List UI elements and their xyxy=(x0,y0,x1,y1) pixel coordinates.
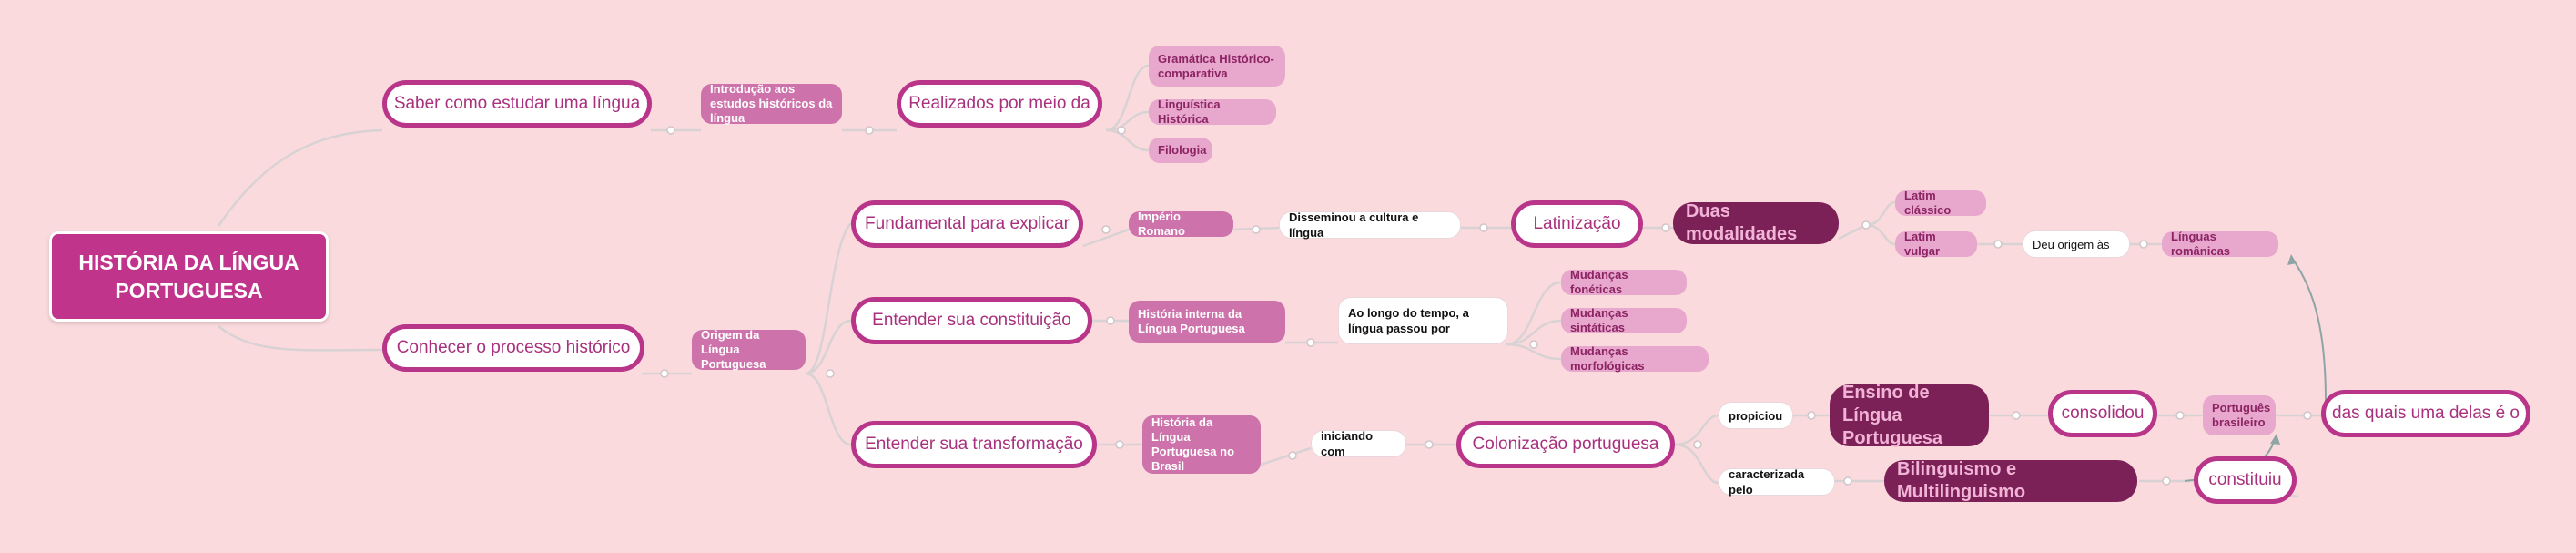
node-morfologica[interactable]: Mudanças morfológicas xyxy=(1561,344,1709,373)
node-origem-label: Origem da Língua Portuguesa xyxy=(701,328,766,371)
node-disseminou-label: Disseminou a cultura e língua xyxy=(1289,210,1419,240)
node-latinizacao-label: Latinização xyxy=(1533,214,1621,233)
node-ensino[interactable]: Ensino de Língua Portuguesa xyxy=(1830,383,1989,448)
node-deu-origem-label: Deu origem às xyxy=(2033,237,2110,251)
node-bilinguismo-label: Bilinguismo e Multilinguismo xyxy=(1897,459,2026,502)
node-transformacao[interactable]: Entender sua transformação xyxy=(851,421,1097,468)
node-latim-classico-label: Latim clássico xyxy=(1904,189,1952,217)
node-linguas-romanicas-label: Línguas românicas xyxy=(2171,230,2231,258)
node-imperio[interactable]: Império Romano xyxy=(1129,210,1233,238)
node-colonizacao[interactable]: Colonização portuguesa xyxy=(1456,421,1675,468)
node-deu-origem[interactable]: Deu origem às xyxy=(2023,230,2130,258)
branch-processo[interactable]: Conhecer o processo histórico xyxy=(382,324,644,372)
node-colonizacao-label: Colonização portuguesa xyxy=(1472,435,1659,454)
node-linguistica-label: Linguística Histórica xyxy=(1158,97,1221,126)
node-sintatica-label: Mudanças sintáticas xyxy=(1570,306,1628,334)
node-ao-longo[interactable]: Ao longo do tempo, a língua passou por xyxy=(1338,297,1508,344)
node-iniciando-label: iniciando com xyxy=(1321,429,1374,458)
node-historia-interna[interactable]: História interna da Língua Portuguesa xyxy=(1129,301,1285,343)
node-fundamental-label: Fundamental para explicar xyxy=(865,214,1070,233)
node-latinizacao[interactable]: Latinização xyxy=(1511,200,1643,248)
node-realizados-label: Realizados por meio da xyxy=(908,94,1090,113)
node-constituiu-label: constituiu xyxy=(2208,470,2282,489)
node-portugues-br[interactable]: Português brasileiro xyxy=(2203,395,2276,435)
node-portugues-br-label: Português brasileiro xyxy=(2212,401,2271,429)
node-fonetica[interactable]: Mudanças fonéticas xyxy=(1561,268,1687,296)
root-title: HISTÓRIA DA LÍNGUA PORTUGUESA xyxy=(78,250,299,302)
node-introducao-label: Introdução aos estudos históricos da lín… xyxy=(710,82,833,125)
node-propiciou[interactable]: propiciou xyxy=(1719,402,1793,429)
node-caracterizada-label: caracterizada pelo xyxy=(1729,467,1805,497)
node-constituiu[interactable]: constituiu xyxy=(2194,456,2297,504)
node-latim-vulgar-label: Latim vulgar xyxy=(1904,230,1941,258)
node-das-quais[interactable]: das quais uma delas é o xyxy=(2321,390,2530,437)
node-constituicao[interactable]: Entender sua constituição xyxy=(851,297,1092,344)
node-filologia[interactable]: Filologia xyxy=(1149,138,1212,163)
node-das-quais-label: das quais uma delas é o xyxy=(2332,404,2520,423)
node-consolidou-label: consolidou xyxy=(2061,404,2145,423)
node-latim-classico[interactable]: Latim clássico xyxy=(1895,189,1986,217)
node-gramatica[interactable]: Gramática Histórico-comparativa xyxy=(1149,46,1285,87)
branch-estudar-label: Saber como estudar uma língua xyxy=(393,94,641,113)
node-sintatica[interactable]: Mudanças sintáticas xyxy=(1561,306,1687,334)
node-caracterizada[interactable]: caracterizada pelo xyxy=(1719,467,1835,497)
node-bilinguismo[interactable]: Bilinguismo e Multilinguismo xyxy=(1884,459,2137,502)
node-gramatica-label: Gramática Histórico-comparativa xyxy=(1158,51,1274,80)
node-filologia-label: Filologia xyxy=(1158,143,1207,157)
node-duas-modalidades[interactable]: Duas modalidades xyxy=(1673,201,1839,244)
node-constituicao-label: Entender sua constituição xyxy=(872,311,1071,330)
node-historia-brasil-label: História da Língua Portuguesa no Brasil xyxy=(1151,415,1235,473)
node-realizados[interactable]: Realizados por meio da xyxy=(897,80,1102,128)
node-origem[interactable]: Origem da Língua Portuguesa xyxy=(692,328,806,371)
node-consolidou[interactable]: consolidou xyxy=(2048,390,2157,437)
node-ensino-label: Ensino de Língua Portuguesa xyxy=(1842,382,1943,448)
node-propiciou-label: propiciou xyxy=(1729,408,1783,423)
node-introducao[interactable]: Introdução aos estudos históricos da lín… xyxy=(701,82,842,125)
node-iniciando[interactable]: iniciando com xyxy=(1311,429,1406,458)
node-disseminou[interactable]: Disseminou a cultura e língua xyxy=(1279,210,1461,240)
branch-processo-label: Conhecer o processo histórico xyxy=(396,338,631,357)
node-linguas-romanicas[interactable]: Línguas românicas xyxy=(2162,230,2278,258)
node-historia-interna-label: História interna da Língua Portuguesa xyxy=(1138,307,1245,335)
node-fonetica-label: Mudanças fonéticas xyxy=(1570,268,1628,296)
node-fundamental[interactable]: Fundamental para explicar xyxy=(851,200,1083,248)
node-transformacao-label: Entender sua transformação xyxy=(865,435,1083,454)
branch-estudar[interactable]: Saber como estudar uma língua xyxy=(382,80,652,128)
node-historia-brasil[interactable]: História da Língua Portuguesa no Brasil xyxy=(1142,415,1261,474)
node-linguistica[interactable]: Linguística Histórica xyxy=(1149,97,1276,126)
node-ao-longo-label: Ao longo do tempo, a língua passou por xyxy=(1348,306,1469,335)
node-imperio-label: Império Romano xyxy=(1138,210,1185,238)
node-latim-vulgar[interactable]: Latim vulgar xyxy=(1895,230,1977,258)
node-duas-modalidades-label: Duas modalidades xyxy=(1686,201,1798,244)
node-morfologica-label: Mudanças morfológicas xyxy=(1570,344,1645,373)
root-topic[interactable]: HISTÓRIA DA LÍNGUA PORTUGUESA xyxy=(49,231,329,322)
